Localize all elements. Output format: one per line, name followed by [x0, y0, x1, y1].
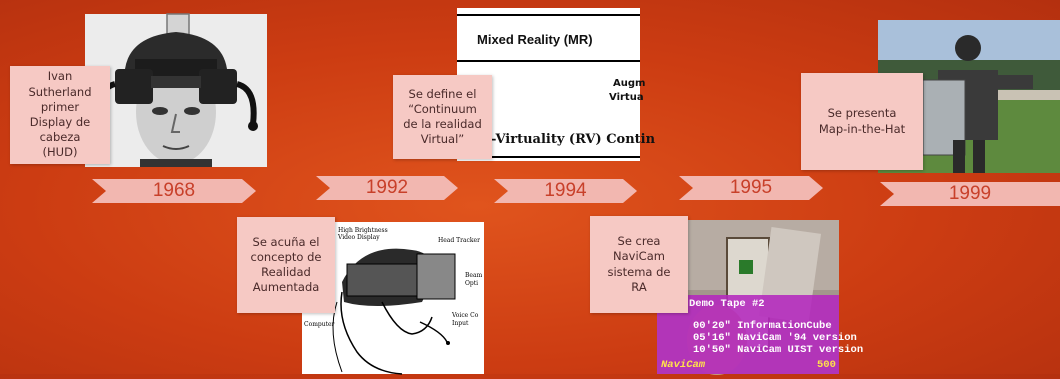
timeline-arrow-1994: 1994	[494, 179, 637, 203]
navicam-line-3: 05'16" NaviCam '94 version	[693, 332, 857, 344]
year-1995: 1995	[729, 177, 773, 198]
timeline-arrow-1995: 1995	[679, 176, 823, 200]
sketch-label-5: Opti	[465, 280, 478, 287]
note-1994: Se define el “Continuum de la realidad V…	[393, 75, 492, 159]
photo-sutherland-hmd	[85, 13, 267, 167]
year-1992: 1992	[365, 177, 409, 198]
sketch-label-6: Computer	[304, 321, 335, 328]
mr-bottom-label: -Virtuality (RV) Contin	[491, 132, 656, 147]
mr-right-label-1: Augm	[613, 78, 646, 89]
note-1992: Se acuña el concepto de Realidad Aumenta…	[237, 217, 335, 313]
sketch-label-1: High Brightness	[338, 227, 388, 234]
timeline-arrow-1968: 1968	[92, 179, 256, 203]
note-1968: Ivan Sutherland primer Display de cabeza…	[10, 66, 110, 164]
timeline-arrow-1999: 1999	[880, 182, 1060, 206]
mr-title: Mixed Reality (MR)	[477, 32, 593, 47]
navicam-brand: NaviCam	[661, 359, 706, 371]
sketch-label-2: Video Display	[337, 234, 380, 241]
navicam-line-2: 00'20" InformationCube	[693, 320, 832, 332]
navicam-line-4: 10'50" NaviCam UIST version	[693, 344, 864, 356]
note-1999: Se presenta Map-in-the-Hat	[801, 73, 923, 170]
navicam-line-1: Demo Tape #2	[689, 298, 765, 310]
sketch-label-4: Beam	[465, 272, 483, 279]
mr-right-label-2: Virtua	[609, 92, 644, 103]
sketch-label-8: Input	[452, 320, 469, 327]
year-1968: 1968	[152, 180, 196, 201]
year-1999: 1999	[948, 183, 992, 204]
year-1994: 1994	[544, 180, 587, 201]
timeline-arrow-1992: 1992	[316, 176, 458, 200]
sketch-label-3: Head Tracker	[438, 237, 480, 244]
note-1995: Se crea NaviCam sistema de RA	[590, 216, 688, 313]
navicam-number: 500	[817, 359, 836, 371]
sketch-label-7: Voice Co	[451, 312, 479, 319]
